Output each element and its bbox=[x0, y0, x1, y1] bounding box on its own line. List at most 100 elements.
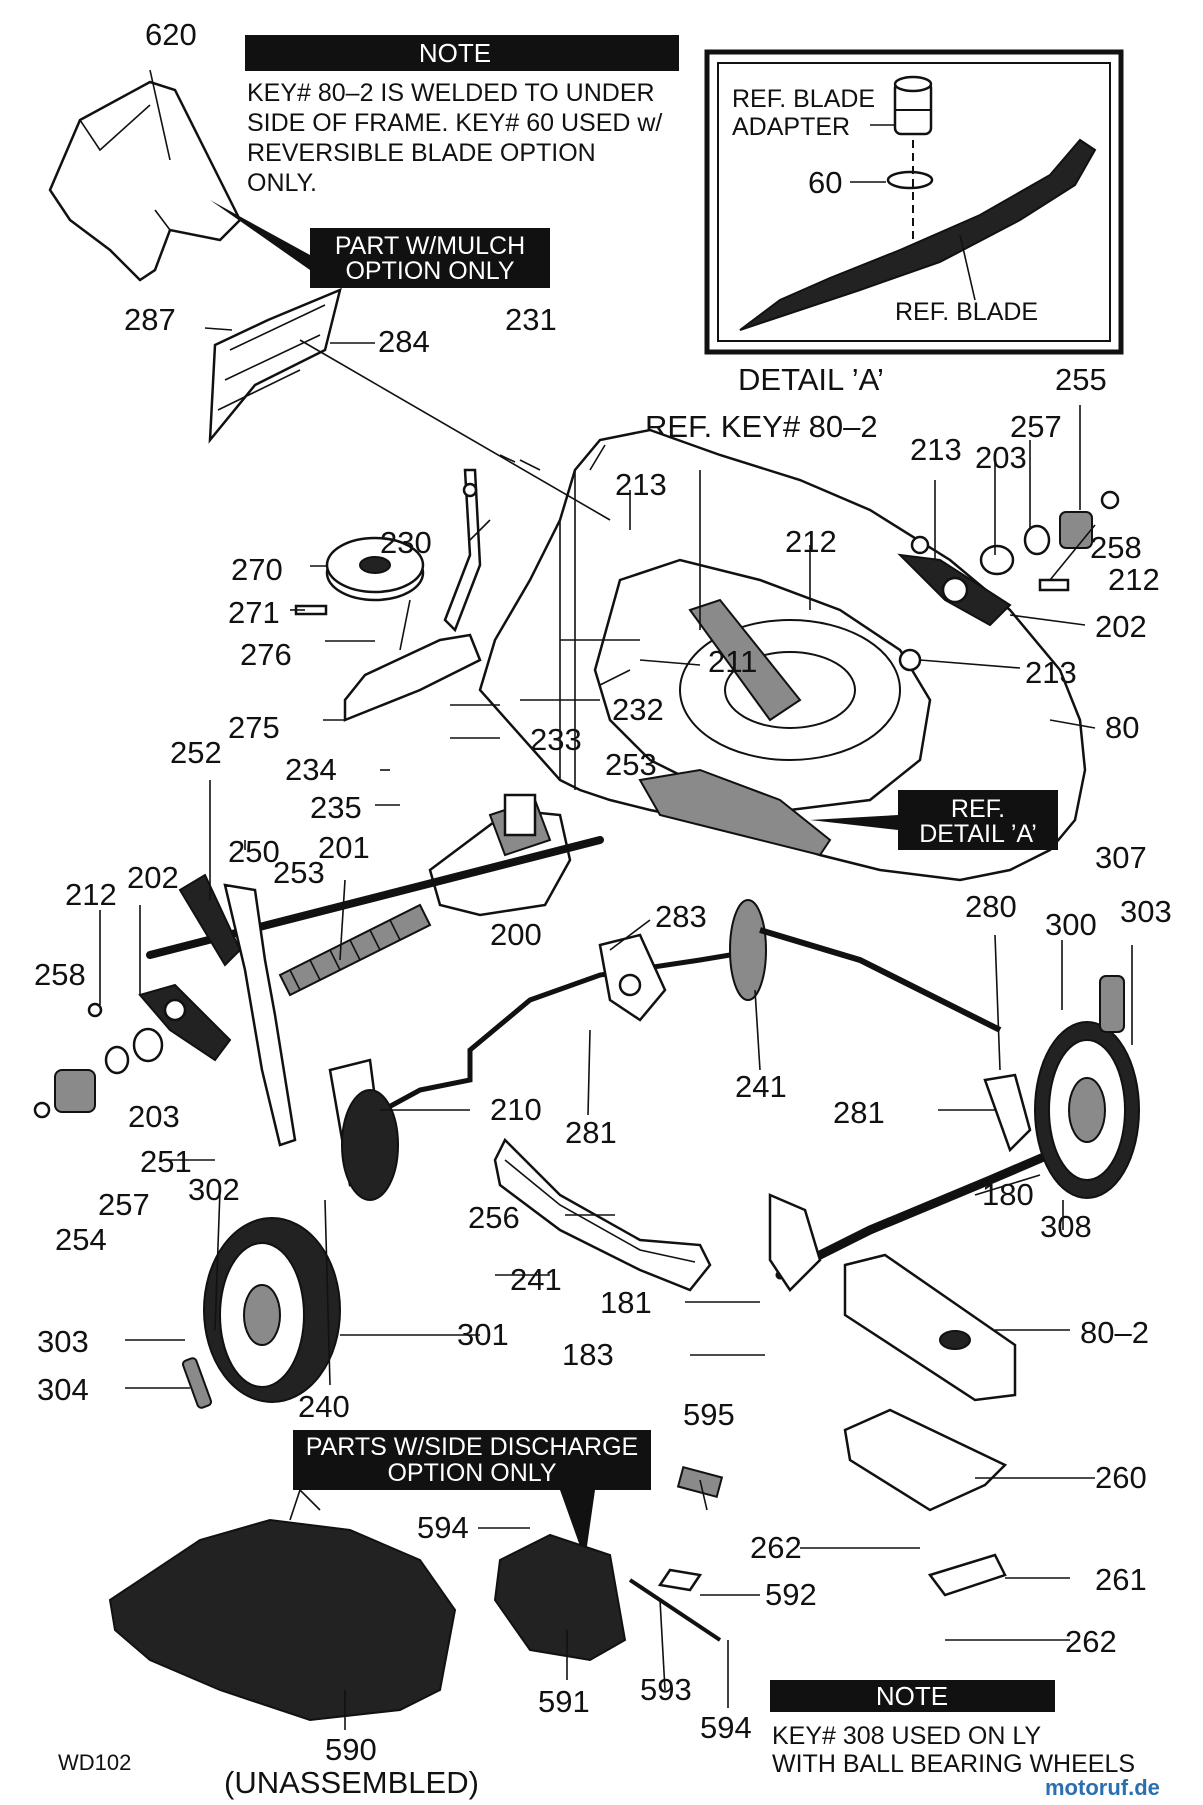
part-label-240: 240 bbox=[298, 1389, 350, 1424]
detail-a-blade-label: REF. BLADE bbox=[895, 298, 1038, 326]
part-label-203-right: 203 bbox=[975, 440, 1027, 475]
part-label-271: 271 bbox=[228, 595, 280, 630]
part-label-270: 270 bbox=[231, 552, 283, 587]
bottom-note-line-2: WITH BALL BEARING WHEELS bbox=[772, 1750, 1135, 1778]
part-label-283: 283 bbox=[655, 899, 707, 934]
top-note: NOTE KEY# 80–2 IS WELDED TO UNDER SIDE O… bbox=[245, 35, 679, 197]
bottom-note-header-bar bbox=[770, 1680, 1055, 1712]
part-label-620: 620 bbox=[145, 17, 197, 52]
bracket-275 bbox=[343, 599, 482, 722]
part-label-210: 210 bbox=[490, 1092, 542, 1127]
part-label-80-2: 80–2 bbox=[1080, 1315, 1149, 1350]
mulch-callout-box bbox=[310, 228, 550, 288]
side-discharge-callout-box bbox=[293, 1430, 651, 1490]
part-label-308: 308 bbox=[1040, 1209, 1092, 1244]
part-label-275: 275 bbox=[228, 710, 280, 745]
mulch-plug-620 bbox=[48, 80, 242, 282]
detail-a-title: DETAIL ’A’ bbox=[738, 362, 884, 397]
mulch-callout: PART W/MULCH OPTION ONLY bbox=[210, 200, 550, 288]
bolt-304-icon bbox=[181, 1357, 213, 1409]
part-label-233: 233 bbox=[530, 722, 582, 757]
detail-a-box: REF. BLADE ADAPTER 60 REF. BLADE bbox=[704, 49, 1124, 355]
part-label-256: 256 bbox=[468, 1200, 520, 1235]
part-label-183: 183 bbox=[562, 1337, 614, 1372]
top-note-line-3: REVERSIBLE BLADE OPTION bbox=[247, 139, 596, 167]
grip-252-icon bbox=[178, 873, 242, 967]
part-label-287: 287 bbox=[124, 302, 176, 337]
part-label-251: 251 bbox=[140, 1144, 192, 1179]
part-label-304: 304 bbox=[37, 1372, 89, 1407]
part-label-202-left: 202 bbox=[127, 860, 179, 895]
spring-201 bbox=[278, 903, 432, 997]
part-label-594-a: 594 bbox=[417, 1510, 469, 1545]
part-label-231: 231 bbox=[505, 302, 557, 337]
watermark: motoruf.de bbox=[1045, 1775, 1160, 1800]
part-label-262-b: 262 bbox=[1065, 1624, 1117, 1659]
detail-a-adapter-label-1: REF. BLADE bbox=[732, 85, 875, 113]
part-label-276: 276 bbox=[240, 637, 292, 672]
right-wheel-hardware bbox=[898, 490, 1120, 672]
ref-detail-callout-line-1: REF. bbox=[951, 795, 1005, 823]
part-label-241-lower: 241 bbox=[510, 1262, 562, 1297]
bottom-note-line-1: KEY# 308 USED ON LY bbox=[772, 1722, 1041, 1750]
mulch-callout-line-1: PART W/MULCH bbox=[335, 232, 525, 260]
part-label-307: 307 bbox=[1095, 840, 1147, 875]
part-labels: 620 287 284 231 230 270 271 276 275 252 … bbox=[34, 17, 1172, 1767]
part-label-281-right: 281 bbox=[833, 1095, 885, 1130]
part-label-303-right: 303 bbox=[1120, 894, 1172, 929]
side-discharge-chute-590 bbox=[108, 1488, 457, 1722]
unassembled-label: (UNASSEMBLED) bbox=[224, 1765, 479, 1800]
part-label-212-mid: 212 bbox=[785, 524, 837, 559]
part-label-257-right: 257 bbox=[1010, 409, 1062, 444]
wheel-bracket-202-right bbox=[897, 553, 1012, 627]
drive-belt-256 bbox=[493, 1137, 712, 1292]
wheel-bracket-202-left bbox=[138, 983, 232, 1062]
part-label-594-b: 594 bbox=[700, 1710, 752, 1745]
bottom-note: NOTE KEY# 308 USED ON LY WITH BALL BEARI… bbox=[770, 1680, 1135, 1778]
top-note-line-1: KEY# 80–2 IS WELDED TO UNDER bbox=[247, 79, 655, 107]
part-label-260: 260 bbox=[1095, 1460, 1147, 1495]
ref-key-80-2-label: REF. KEY# 80–2 bbox=[645, 409, 878, 444]
part-label-232: 232 bbox=[612, 692, 664, 727]
top-note-heading: NOTE bbox=[419, 38, 491, 68]
part-label-230: 230 bbox=[380, 525, 432, 560]
left-wheel-hardware bbox=[33, 1002, 164, 1119]
detail-a-frame bbox=[704, 49, 1124, 355]
left-wheel-301 bbox=[203, 1217, 341, 1403]
part-label-80: 80 bbox=[1105, 710, 1139, 745]
part-label-213-a: 213 bbox=[615, 467, 667, 502]
part-label-281-left: 281 bbox=[565, 1115, 617, 1150]
leader-lines bbox=[99, 339, 1133, 1730]
part-label-301: 301 bbox=[457, 1317, 509, 1352]
part-label-212-left: 212 bbox=[65, 877, 117, 912]
mower-deck-80 bbox=[478, 428, 1087, 882]
part-label-234: 234 bbox=[285, 752, 337, 787]
part-label-253b: 253 bbox=[605, 747, 657, 782]
cable-280 bbox=[759, 927, 1002, 1033]
front-axle-180 bbox=[775, 1145, 1065, 1280]
part-label-181: 181 bbox=[600, 1285, 652, 1320]
hubcap-241-lower bbox=[341, 1089, 399, 1201]
part-label-258-left: 258 bbox=[34, 957, 86, 992]
part-label-202-right: 202 bbox=[1095, 609, 1147, 644]
side-discharge-callout-line-2: OPTION ONLY bbox=[387, 1459, 556, 1487]
part-label-280: 280 bbox=[965, 889, 1017, 924]
part-label-253a: 253 bbox=[273, 855, 325, 890]
part-label-257-left: 257 bbox=[98, 1187, 150, 1222]
ref-detail-callout-box bbox=[898, 790, 1058, 850]
part-label-235: 235 bbox=[310, 790, 362, 825]
detail-a-inner-frame bbox=[717, 62, 1111, 342]
part-label-593: 593 bbox=[640, 1672, 692, 1707]
part-label-203-left: 203 bbox=[128, 1099, 180, 1134]
part-label-250: 250 bbox=[228, 834, 280, 869]
rod-593 bbox=[628, 1578, 722, 1642]
part-label-591: 591 bbox=[538, 1684, 590, 1719]
part-label-262-a: 262 bbox=[750, 1530, 802, 1565]
part-label-255: 255 bbox=[1055, 362, 1107, 397]
part-label-258-right: 258 bbox=[1090, 530, 1142, 565]
bolt-307-icon bbox=[1099, 975, 1125, 1033]
top-note-header-bar bbox=[245, 35, 679, 71]
bracket-281-right bbox=[983, 1073, 1032, 1153]
